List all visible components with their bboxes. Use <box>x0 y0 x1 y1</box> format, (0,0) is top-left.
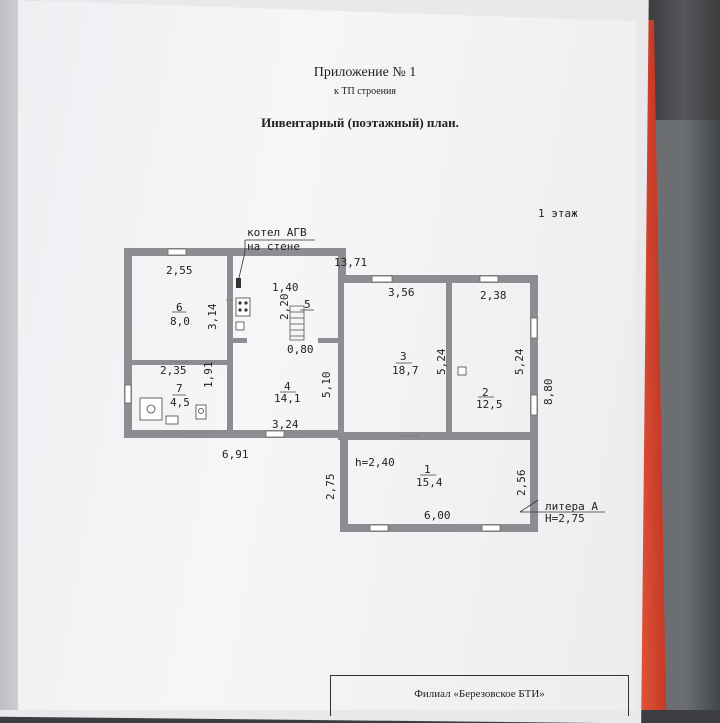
room-3-number: 3 <box>400 350 407 363</box>
dim-6-91: 6,91 <box>222 448 249 461</box>
boiler-icon <box>236 278 241 288</box>
litera-name: литера А <box>545 500 598 513</box>
dim-5-24-right: 5,24 <box>513 348 526 375</box>
plan-title: Инвентарный (поэтажный) план. <box>261 115 459 130</box>
room-7-number: 7 <box>176 382 183 395</box>
boiler-label-line1: котел АГВ <box>247 226 307 239</box>
room-7-area: 4,5 <box>170 396 190 409</box>
dim-h-2-40: h=2,40 <box>355 456 395 469</box>
footer-stamp-box: Филиал «Березовское БТИ» <box>330 675 629 716</box>
appendix-subtitle: к ТП строения <box>334 86 396 97</box>
bath-icon <box>139 397 163 421</box>
dim-1-91: 1,91 <box>202 362 215 389</box>
room3-sink-icon <box>457 366 467 376</box>
dim-5-24-left: 5,24 <box>435 348 448 375</box>
dim-total-length: 13,71 <box>334 256 367 269</box>
dim-2-35: 2,35 <box>160 364 187 377</box>
stairs-icon <box>289 305 305 341</box>
boiler-leader <box>237 239 605 513</box>
dim-3-14: 3,14 <box>206 303 219 330</box>
sink-icon <box>235 321 245 331</box>
room-6-area: 8,0 <box>170 315 190 328</box>
dim-3-24: 3,24 <box>272 418 299 431</box>
dim-1-40: 1,40 <box>272 281 299 294</box>
dim-2-55: 2,55 <box>166 264 193 277</box>
dim-6-00: 6,00 <box>424 509 451 522</box>
dim-3-56: 3,56 <box>388 286 415 299</box>
room-4-area: 14,1 <box>274 392 301 405</box>
appendix-title: Приложение № 1 <box>313 65 417 80</box>
dim-2-20: 2,20 <box>278 294 291 321</box>
litera-height: H=2,75 <box>545 512 585 525</box>
dim-2-56: 2,56 <box>515 470 528 497</box>
stove-icon <box>235 297 251 317</box>
room-3-area: 18,7 <box>392 364 419 377</box>
dim-0-80: 0,80 <box>287 343 314 356</box>
floor-label: 1 этаж <box>538 207 578 220</box>
washbasin-icon <box>165 415 179 425</box>
room-label-lines <box>172 309 494 476</box>
room-4-number: 4 <box>284 380 291 393</box>
dim-5-10: 5,10 <box>320 372 333 399</box>
doors <box>170 299 420 437</box>
room-6-number: 6 <box>176 301 183 314</box>
toilet-icon <box>195 404 207 420</box>
room-2-number: 2 <box>482 386 489 399</box>
footer-branch: Филиал «Березовское БТИ» <box>414 688 545 700</box>
dim-2-38: 2,38 <box>480 289 507 302</box>
room-5-number: 5 <box>304 298 311 311</box>
room-1-area: 15,4 <box>416 476 443 489</box>
boiler-label-line2: на стене <box>247 240 300 253</box>
dim-2-75: 2,75 <box>324 474 337 501</box>
room-2-area: 12,5 <box>476 398 503 411</box>
windows <box>124 248 538 532</box>
room-1-number: 1 <box>424 463 431 476</box>
dim-8-80: 8,80 <box>542 379 555 406</box>
